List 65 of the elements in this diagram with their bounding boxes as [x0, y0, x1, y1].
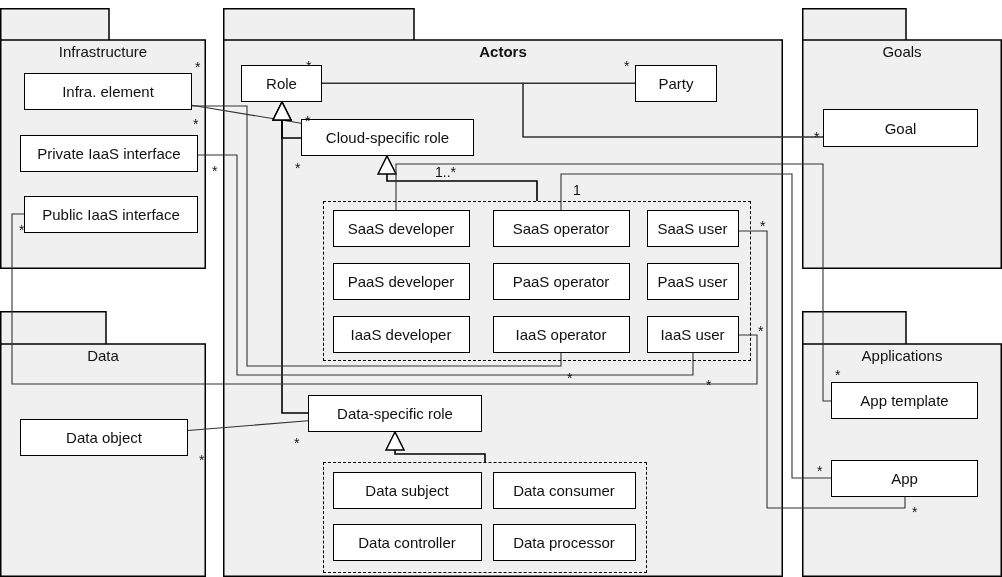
- package-title: Infrastructure: [58, 43, 148, 60]
- multiplicity-label: *: [19, 223, 25, 237]
- multiplicity-label: *: [760, 219, 766, 233]
- association-line: [11, 213, 758, 385]
- dashed-group-frame: [323, 201, 751, 361]
- multiplicity-label: *: [193, 117, 199, 131]
- association-line: [560, 173, 832, 479]
- class-box: Infra. element: [24, 73, 192, 110]
- class-box: PaaS operator: [492, 262, 630, 300]
- class-box: SaaS operator: [492, 209, 630, 247]
- package-title: Data: [87, 347, 119, 364]
- class-box: IaaS developer: [332, 315, 470, 353]
- package-title: Applications: [861, 347, 943, 364]
- class-box: PaaS user: [646, 262, 739, 300]
- package-frame: [802, 311, 1002, 577]
- class-box: Data controller: [332, 523, 482, 561]
- multiplicity-label: *: [835, 368, 841, 382]
- class-box: Goal: [823, 109, 978, 147]
- class-box: App: [831, 460, 978, 497]
- multiplicity-label: *: [295, 161, 301, 175]
- generalization-arrow: [377, 155, 538, 202]
- association-line: [187, 420, 309, 432]
- multiplicity-label: 1: [573, 183, 581, 197]
- multiplicity-label: *: [195, 60, 201, 74]
- class-box: Cloud-specific role: [301, 119, 474, 156]
- association-line: [191, 105, 562, 367]
- package-frame: [802, 8, 1002, 269]
- multiplicity-label: 1..*: [435, 165, 456, 179]
- association-line: [395, 163, 832, 402]
- class-box: Data subject: [332, 471, 482, 509]
- multiplicity-label: *: [706, 378, 712, 392]
- class-box: SaaS user: [646, 209, 739, 247]
- generalization-arrow: [385, 431, 486, 463]
- multiplicity-label: *: [567, 371, 573, 385]
- class-box: Data processor: [492, 523, 636, 561]
- class-box: IaaS operator: [492, 315, 630, 353]
- association-line: [197, 154, 694, 376]
- multiplicity-label: *: [758, 324, 764, 338]
- generalization-arrow: [272, 101, 309, 414]
- dashed-group-frame: [323, 462, 647, 573]
- multiplicity-label: *: [817, 464, 823, 478]
- class-box: SaaS developer: [332, 209, 470, 247]
- class-box: Public IaaS interface: [24, 196, 198, 233]
- class-box: Data object: [20, 419, 188, 456]
- multiplicity-label: *: [212, 164, 218, 178]
- multiplicity-label: *: [912, 505, 918, 519]
- package-title: Goals: [882, 43, 922, 60]
- class-box: App template: [831, 382, 978, 419]
- class-box: PaaS developer: [332, 262, 470, 300]
- class-box: Party: [635, 65, 717, 102]
- class-box: Data-specific role: [308, 395, 482, 432]
- package-frame: [223, 8, 783, 577]
- multiplicity-label: *: [814, 130, 820, 144]
- class-box: IaaS user: [646, 315, 739, 353]
- multiplicity-label: *: [294, 436, 300, 450]
- package-frame: [0, 8, 206, 269]
- class-box: Data consumer: [492, 471, 636, 509]
- multiplicity-label: *: [624, 59, 630, 73]
- package-title: Actors: [479, 43, 527, 60]
- association-line: [522, 82, 824, 138]
- class-box: Private IaaS interface: [20, 135, 198, 172]
- class-box: Role: [241, 65, 322, 102]
- multiplicity-label: *: [199, 453, 205, 467]
- package-frame: [0, 311, 206, 577]
- association-line: [738, 230, 906, 509]
